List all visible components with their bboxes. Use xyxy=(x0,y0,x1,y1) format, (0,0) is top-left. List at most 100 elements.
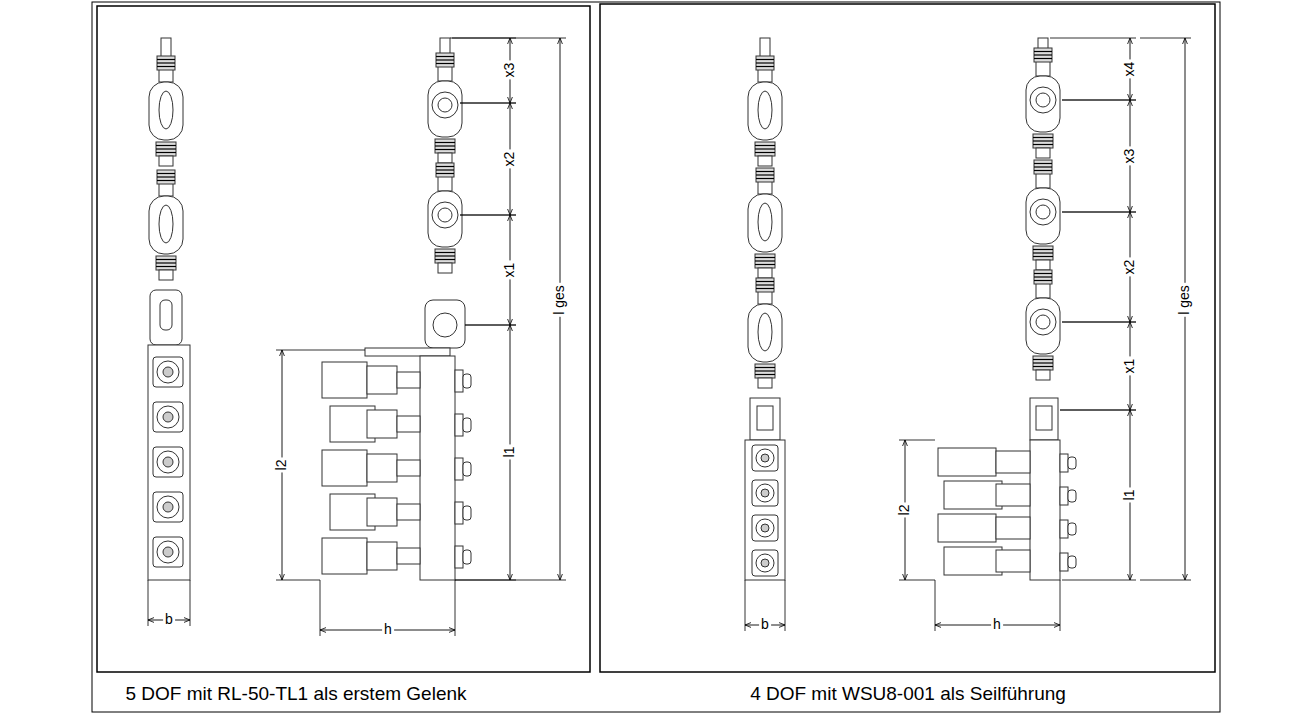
collar xyxy=(1034,160,1052,174)
connector-socket xyxy=(163,502,173,512)
collar xyxy=(755,142,775,156)
connector-socket xyxy=(163,457,173,467)
connector-socket xyxy=(157,541,179,563)
caption: 5 DOF mit RL-50-TL1 als erstem Gelenk xyxy=(123,684,468,705)
connector-socket xyxy=(761,489,769,497)
connector-socket xyxy=(756,519,774,537)
collar-ring xyxy=(435,259,455,260)
joint-axis xyxy=(1030,87,1056,113)
dimension-label: x2 xyxy=(502,150,517,169)
stem xyxy=(1036,148,1050,158)
drive-block xyxy=(996,484,1030,506)
connector xyxy=(463,462,471,476)
collar xyxy=(157,170,175,184)
extension-line xyxy=(899,440,935,441)
extension-line xyxy=(460,103,516,104)
dimension-label: x1 xyxy=(502,261,517,280)
drive-cylinder xyxy=(938,448,996,476)
base-joint xyxy=(150,290,182,345)
dimension-label: h xyxy=(991,617,1003,632)
collar-ring xyxy=(435,255,455,256)
extension-line xyxy=(1062,100,1136,101)
connector-socket xyxy=(756,554,774,572)
collar-ring xyxy=(1034,280,1052,281)
drive-block xyxy=(397,416,420,432)
drive-block xyxy=(367,498,397,526)
cable-guide xyxy=(1030,398,1058,440)
dimension-label: l1 xyxy=(502,445,517,460)
collar xyxy=(435,139,455,153)
dimension-label: l ges xyxy=(1177,283,1192,317)
joint-axis xyxy=(1036,205,1050,219)
collar-ring xyxy=(756,62,774,63)
stem xyxy=(758,378,772,388)
connector xyxy=(463,506,471,520)
extension-line xyxy=(465,325,516,326)
stem xyxy=(758,156,772,166)
cable-guide xyxy=(750,398,780,440)
collar xyxy=(157,56,175,70)
extension-line xyxy=(745,580,746,631)
collar-ring xyxy=(756,281,774,282)
connector xyxy=(455,546,463,568)
joint-fork xyxy=(149,82,183,140)
collar-ring xyxy=(436,166,454,167)
drive-block xyxy=(397,548,420,564)
connector xyxy=(463,550,471,564)
collar-ring xyxy=(1033,252,1053,253)
connector-socket xyxy=(761,524,769,532)
base-joint-slot xyxy=(160,300,172,330)
dimension-label: l2 xyxy=(274,458,289,473)
connector xyxy=(463,418,471,432)
extension-line xyxy=(1060,410,1136,411)
dimension-label: l ges xyxy=(552,283,567,317)
joint-housing xyxy=(428,81,462,137)
connector-socket xyxy=(157,496,179,518)
connector-socket xyxy=(157,361,179,383)
joint-fork xyxy=(748,194,782,252)
stem xyxy=(438,153,452,163)
mount-flange xyxy=(365,348,450,356)
module-plate xyxy=(1030,440,1060,580)
collar-ring xyxy=(755,260,775,261)
extension-line xyxy=(276,580,320,581)
stem xyxy=(438,263,452,273)
extension-line xyxy=(785,580,786,631)
extension-line xyxy=(1050,38,1136,39)
joint-housing xyxy=(428,191,462,247)
collar xyxy=(755,254,775,268)
dimension-label: b xyxy=(163,612,175,627)
extension-line xyxy=(1062,322,1136,323)
collar-ring xyxy=(1034,163,1052,164)
joint-axis xyxy=(438,208,452,222)
collar-ring xyxy=(435,252,455,253)
extension-line xyxy=(899,580,935,581)
collar-ring xyxy=(436,59,454,60)
extension-line xyxy=(455,580,456,636)
dimension-label: l2 xyxy=(897,503,912,518)
connector xyxy=(1068,457,1076,469)
dimension-label: b xyxy=(759,617,771,632)
collar-ring xyxy=(436,173,454,174)
collar-ring xyxy=(756,178,774,179)
connector xyxy=(153,402,183,432)
collar-ring xyxy=(756,288,774,289)
collar xyxy=(156,256,176,270)
collar-ring xyxy=(436,56,454,57)
collar-ring xyxy=(156,259,176,260)
collar-ring xyxy=(1034,166,1052,167)
collar-ring xyxy=(756,171,774,172)
collar xyxy=(1033,356,1053,370)
collar-ring xyxy=(755,145,775,146)
collar-ring xyxy=(755,257,775,258)
connector xyxy=(455,458,463,480)
collar xyxy=(756,278,774,292)
joint-fork xyxy=(149,196,183,254)
drive-cylinder xyxy=(944,547,1002,575)
collar-ring xyxy=(755,367,775,368)
collar-ring xyxy=(1034,273,1052,274)
fork-slot xyxy=(758,313,772,351)
collar-ring xyxy=(755,264,775,265)
fork-slot xyxy=(159,91,173,129)
